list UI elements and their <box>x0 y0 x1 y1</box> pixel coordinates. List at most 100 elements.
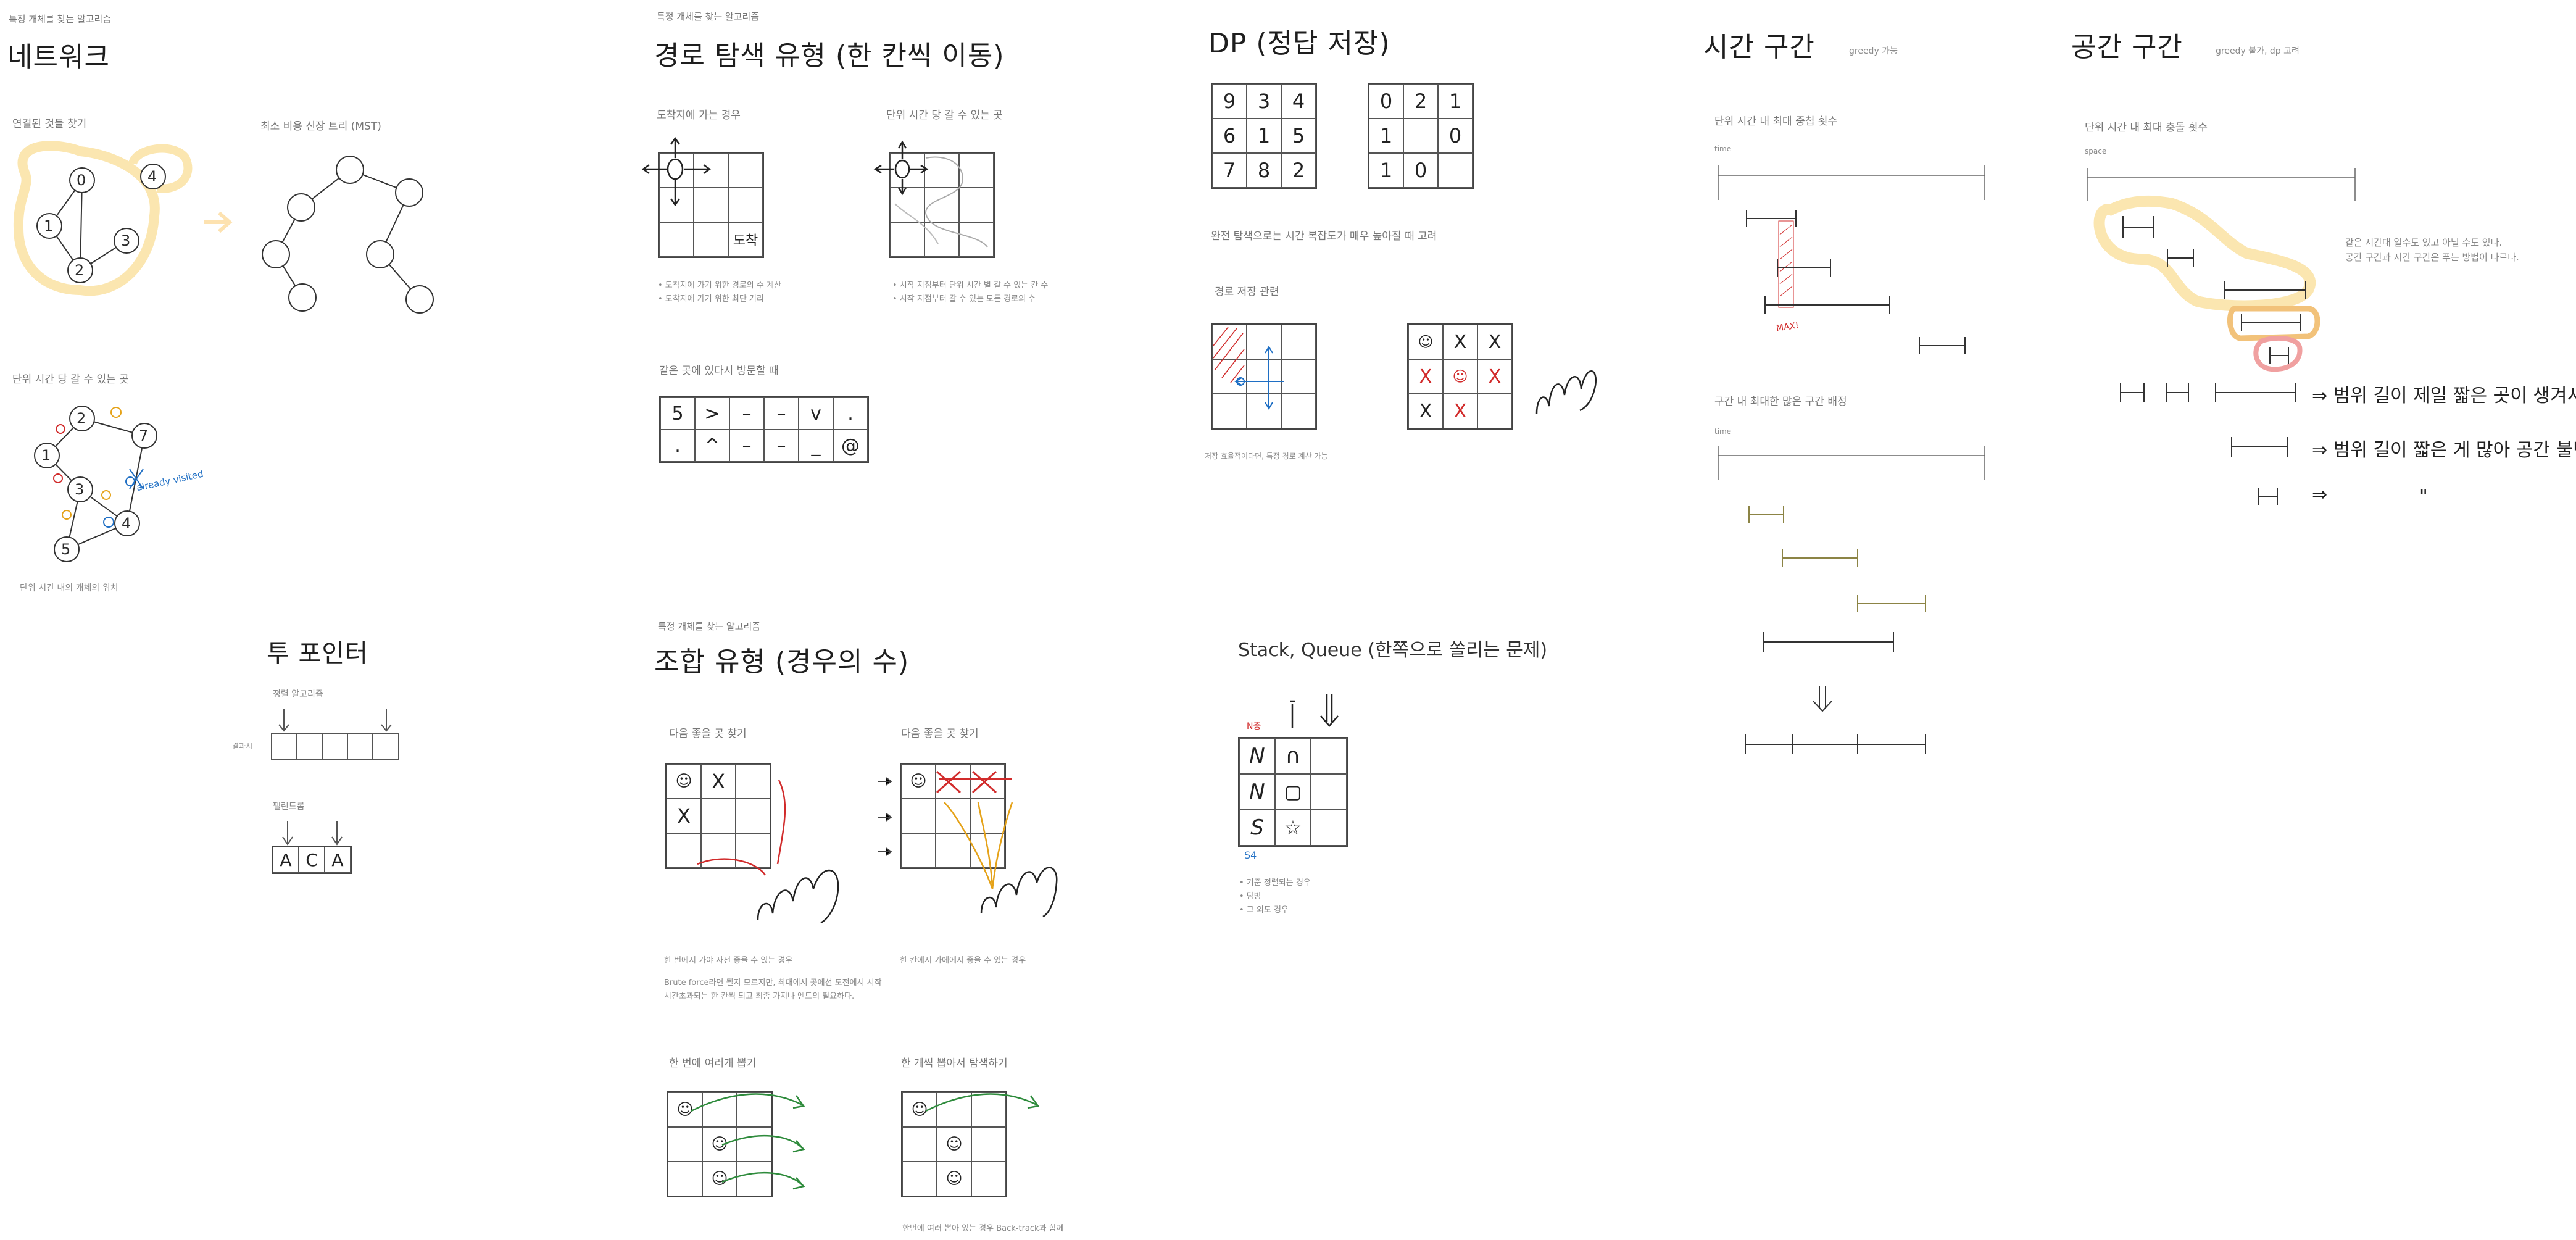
green-arrows <box>691 1093 1040 1190</box>
node-label: 7 <box>139 427 149 444</box>
dp-cell: 5 <box>1281 119 1316 153</box>
stack-cell: ☆ <box>1275 810 1311 846</box>
space-title: 공간 구간 <box>2071 31 2183 63</box>
grid-cell: – <box>764 397 799 430</box>
orange-arrows <box>944 802 1013 889</box>
space-intervals <box>2120 216 2306 505</box>
arrow-right-icon <box>204 211 233 233</box>
palindrome-array: A C A <box>272 846 352 874</box>
dp-cell: 2 <box>1281 153 1316 188</box>
combo-next2-label: 다음 좋을 곳 찾기 <box>901 728 979 740</box>
grid-x-mark: X <box>1443 325 1477 359</box>
dp-cell: 1 <box>1438 84 1473 119</box>
component-highlight-small <box>128 144 193 193</box>
blue-arrows <box>1234 346 1284 410</box>
down-arrow-icon <box>1290 694 1339 728</box>
grid-cell: v <box>799 397 833 430</box>
ghost-icon: ☺ <box>668 1092 702 1127</box>
dp-title: DP (정답 저장) <box>1208 28 1390 59</box>
dp-cell <box>1438 153 1473 188</box>
dp-cell: 3 <box>1247 84 1281 119</box>
space-highlight-red <box>2253 335 2303 372</box>
graph-node <box>67 257 93 283</box>
grid-cell: – <box>729 397 764 430</box>
node-label: 2 <box>77 410 86 427</box>
path-dest-note-2: • 도착지에 가기 위한 최단 거리 <box>658 294 764 304</box>
red-hatch <box>1779 224 1793 297</box>
red-arrow <box>697 858 767 876</box>
dp-cell: 2 <box>1403 84 1438 119</box>
combo-next1-label: 다음 좋을 곳 찾기 <box>669 728 747 740</box>
space-highlight-orange <box>2227 306 2320 341</box>
stack-cell <box>1311 810 1347 846</box>
graph-node <box>69 167 95 193</box>
network-title: 네트워크 <box>7 41 110 73</box>
path-title: 경로 탐색 유형 (한 칸씩 이동) <box>654 40 1005 72</box>
node-label: 0 <box>77 172 86 189</box>
dp-grid-memo: 0 2 1 1 0 1 0 <box>1368 83 1474 189</box>
dp-cell: 0 <box>1438 119 1473 153</box>
path-revisit-label: 같은 곳에 있다시 방문할 때 <box>659 365 779 377</box>
grid-x-mark: X <box>1408 359 1443 394</box>
dp-cell: 0 <box>1403 153 1438 188</box>
combo-note-2: 한 칸에서 가에에서 좋을 수 있는 경우 <box>900 956 1026 965</box>
two-pointer-side-label: 결과시 <box>232 742 253 751</box>
step-marker <box>56 424 65 434</box>
grid-x-mark: X <box>1443 394 1477 428</box>
hand-icon <box>757 867 1058 924</box>
dp-cell: 8 <box>1247 153 1281 188</box>
dp-cell: 1 <box>1369 119 1403 153</box>
path-dest-label: 도착지에 가는 경우 <box>657 109 741 122</box>
combo-pick2-label: 한 개씩 뽑아서 탐색하기 <box>901 1057 1008 1070</box>
space-axis-label: space <box>2085 147 2107 156</box>
time-nonoverlap-label: 구간 내 최대한 많은 구간 배정 <box>1714 396 1847 408</box>
reach-arrows-icon <box>873 140 929 196</box>
grid-cell: – <box>764 430 799 462</box>
graph-node <box>131 423 157 449</box>
graph-node <box>140 164 166 189</box>
array-cell: C <box>299 847 325 873</box>
ghost-icon: ☺ <box>901 764 936 799</box>
red-arrow <box>776 780 786 865</box>
stack-grid: N ∩ N ▢ S ☆ <box>1238 737 1348 847</box>
stack-note-1: • 기준 정렬되는 경우 <box>1239 878 1311 888</box>
reach-grid <box>889 152 995 258</box>
dp-grid-values: 9 3 4 6 1 5 7 8 2 <box>1211 83 1317 189</box>
grid-cell: . <box>660 430 695 462</box>
node-label: 2 <box>75 262 85 279</box>
step-marker <box>110 407 122 418</box>
ghost-icon: ☺ <box>937 1127 971 1162</box>
stack-side-label: N층 <box>1247 722 1261 731</box>
grid-x-mark: X <box>1408 394 1443 428</box>
combo-pick1-label: 한 번에 여러개 뽑기 <box>669 1057 757 1070</box>
network-shortest-label: 단위 시간 당 갈 수 있는 곳 <box>12 373 129 386</box>
move-arrows-icon <box>641 136 712 207</box>
edge <box>80 180 83 271</box>
space-subtitle: greedy 불가, dp 고려 <box>2216 46 2300 56</box>
ghost-icon: ☺ <box>902 1092 937 1127</box>
step-marker <box>101 490 111 500</box>
stack-cell: ▢ <box>1275 774 1311 810</box>
grid-cell: – <box>729 430 764 462</box>
space-max-label: 단위 시간 내 최대 충돌 횟수 <box>2085 122 2208 134</box>
left-arrows <box>878 777 892 856</box>
dp-cell: 6 <box>1212 119 1247 153</box>
grid-cell: ^ <box>695 430 729 462</box>
combo-pick2-note: 한번에 여러 뽑아 있는 경우 Back-track과 함께 <box>902 1224 1064 1233</box>
dest-cell: 도착 <box>728 222 763 257</box>
time-axis-label-2: time <box>1714 427 1732 436</box>
hand-icon <box>1535 370 1597 414</box>
combo-title: 조합 유형 (경우의 수) <box>654 646 910 678</box>
ghost-icon: ☺ <box>937 1162 971 1196</box>
network-shortest-note: 단위 시간 내의 개체의 위치 <box>20 583 118 593</box>
palindrome-label: 팰린드롬 <box>273 802 305 812</box>
space-note-2: 공간 구간과 시간 구간은 푸는 방법이 다르다. <box>2345 252 2519 263</box>
dp-cell: 9 <box>1212 84 1247 119</box>
x-mark-icon <box>129 468 144 489</box>
dp-full-note: 완전 탐색으로는 시간 복잡도가 매우 높아질 때 고려 <box>1211 230 1437 243</box>
array-cell: A <box>325 847 351 873</box>
